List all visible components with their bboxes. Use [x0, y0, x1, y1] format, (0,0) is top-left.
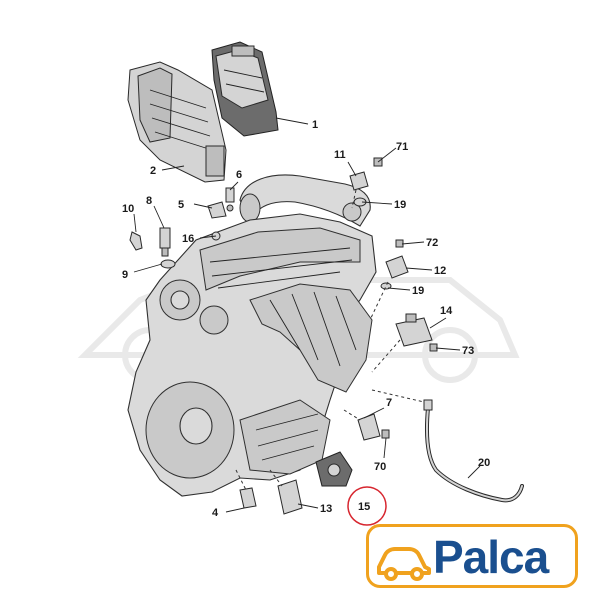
- harness-20: [423, 399, 524, 503]
- callout-13: 13: [320, 503, 332, 515]
- bolt-73: [429, 343, 438, 352]
- sensor-11: [349, 171, 369, 191]
- callout-1: 1: [312, 119, 318, 131]
- ecu-bracket: [127, 61, 227, 183]
- engine-block: [127, 202, 377, 497]
- callout-4: 4: [212, 507, 219, 519]
- sensor-5: [207, 201, 227, 219]
- seal-19-mid: [380, 282, 392, 290]
- bolt-70: [381, 429, 390, 439]
- callout-20: 20: [478, 457, 490, 469]
- sensor-6: [225, 187, 235, 212]
- valve-14: [395, 313, 433, 347]
- intake-pipe: [239, 174, 371, 227]
- callout-71: 71: [396, 141, 408, 153]
- ring-9: [160, 259, 176, 269]
- callout-5: 5: [178, 199, 184, 211]
- sensor-7: [357, 413, 381, 441]
- car-icon: [377, 547, 431, 581]
- assembly-lines: [235, 189, 425, 491]
- callout-15: 15: [358, 501, 370, 513]
- sensor-8: [159, 227, 171, 257]
- callout-70: 70: [374, 461, 386, 473]
- callout-72: 72: [426, 237, 438, 249]
- callout-9: 9: [122, 269, 128, 281]
- callout-10: 10: [122, 203, 134, 215]
- callout-19-mid: 19: [412, 285, 424, 297]
- callout-6: 6: [236, 169, 242, 181]
- callout-11: 11: [334, 149, 346, 161]
- callout-12: 12: [434, 265, 446, 277]
- leader-lines: [133, 117, 481, 513]
- sensor-4: [239, 487, 257, 509]
- clip-10: [129, 231, 143, 251]
- sensor-12: [385, 255, 409, 279]
- callout-16: 16: [182, 233, 194, 245]
- highlight-circle: [347, 486, 387, 526]
- callout-8: 8: [146, 195, 152, 207]
- callout-2: 2: [150, 165, 156, 177]
- sensor-13: [277, 479, 303, 515]
- logo-text: Palca: [433, 531, 549, 583]
- callout-19-top: 19: [394, 199, 406, 211]
- throttle-15: [315, 451, 353, 487]
- callout-labels: 1 2 4 5 6 7 8 9 10 11 12 13 14 15 16 19 …: [122, 119, 490, 519]
- callout-73: 73: [462, 345, 474, 357]
- ecu-module: [211, 41, 279, 137]
- palca-logo: Palca: [366, 524, 578, 588]
- bolt-72: [395, 239, 404, 248]
- callout-14: 14: [440, 305, 453, 317]
- callout-7: 7: [386, 397, 392, 409]
